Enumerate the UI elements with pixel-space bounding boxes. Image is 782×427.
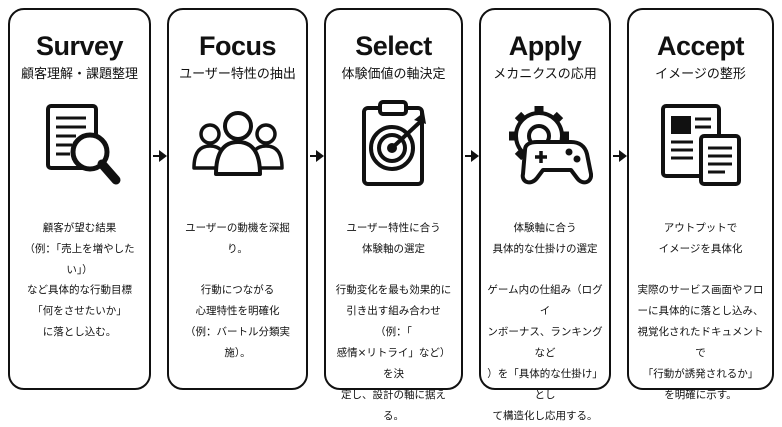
step-subtitle: 顧客理解・課題整理 <box>20 67 138 82</box>
step-detail-text: 行動変化を最も効果的に 引き出す組み合わせ（例：「 感情×リトライ」など）を決 … <box>335 284 452 422</box>
documents-icon <box>660 104 741 186</box>
step-title: Select <box>355 31 432 61</box>
step-detail-text: 実際のサービス画面やフロ ーに具体的に落とし込み、 視覚化されたドキュメントで … <box>637 284 764 401</box>
step-goal-text: 顧客が望む結果 （例：「売上を増やしたい」） <box>24 222 135 276</box>
step-card-accept: Accept イメージの整形 アウトプットで イメージを具体化 実際のサービス画… <box>627 8 774 401</box>
step-subtitle: イメージの整形 <box>655 67 746 82</box>
clipboard-target-icon <box>361 100 426 186</box>
step-goal-text: ユーザー特性に合う 体験軸の選定 <box>346 222 441 255</box>
gear-gamepad-icon <box>509 106 593 185</box>
step-title: Accept <box>656 31 745 61</box>
step-card-survey: Survey 顧客理解・課題整理 顧客が望む結果 （例：「売上を増やしたい」） … <box>8 8 151 390</box>
step-title: Survey <box>35 31 124 61</box>
step-subtitle: ユーザー特性の抽出 <box>179 67 296 82</box>
step-subtitle: メカニクスの応用 <box>493 67 597 82</box>
step-detail-text: 行動につながる 心理特性を明確化 （例：バートル分類実施）。 <box>185 284 290 359</box>
step-goal-text: ユーザーの動機を深掘り。 <box>185 222 290 255</box>
step-title: Focus <box>198 31 277 61</box>
arrow-right-icon <box>310 150 324 162</box>
step-subtitle: 体験価値の軸決定 <box>341 67 446 82</box>
arrow-right-icon <box>153 150 167 162</box>
arrow-right-icon <box>465 150 479 162</box>
step-goal-text: アウトプットで イメージを具体化 <box>658 222 743 255</box>
user-group-icon <box>191 111 284 176</box>
document-magnifier-icon <box>45 104 120 185</box>
step-detail-text: など具体的な行動目標 「何をさせたいか」 に落とし込む。 <box>27 284 132 338</box>
step-goal-text: 体験軸に合う 具体的な仕掛けの選定 <box>492 222 598 255</box>
step-card-apply: Apply メカニクスの応用 体験軸に合う 具体的な仕掛けの選定 ゲーム内の仕組… <box>479 8 611 422</box>
step-title: Apply <box>508 31 582 61</box>
step-detail-text: ゲーム内の仕組み（ログイ ンボーナス、ランキングなど ）を「具体的な仕掛け」とし… <box>487 284 603 422</box>
step-card-select: Select 体験価値の軸決定 ユーザー特性に合う 体験軸の選定 行動変化を最も… <box>324 8 463 422</box>
step-card-focus: Focus ユーザー特性の抽出 ユーザーの動機を深掘り。 行動につながる 心理特… <box>167 8 308 390</box>
arrow-right-icon <box>613 150 627 162</box>
